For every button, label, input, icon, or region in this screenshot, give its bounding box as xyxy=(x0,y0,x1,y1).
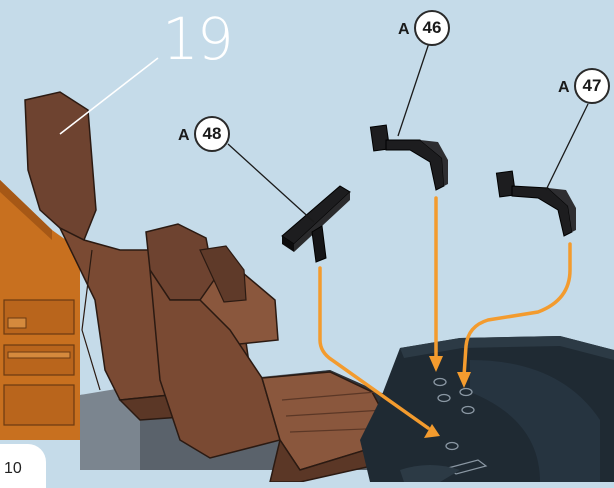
callout-letter: A xyxy=(398,21,410,39)
step-number: 19 xyxy=(162,10,232,68)
callout-letter: A xyxy=(178,127,190,145)
part-48-lever xyxy=(282,186,350,262)
callout-number: 48 xyxy=(194,116,230,152)
page-number: 10 xyxy=(0,444,46,488)
step-leader-line xyxy=(60,58,158,134)
callout-number: 47 xyxy=(574,68,610,104)
callout-letter: A xyxy=(558,79,570,97)
center-console xyxy=(360,336,614,482)
callout-number: 46 xyxy=(414,10,450,46)
part-47-stick xyxy=(496,171,576,236)
part-46-stick xyxy=(370,125,448,190)
